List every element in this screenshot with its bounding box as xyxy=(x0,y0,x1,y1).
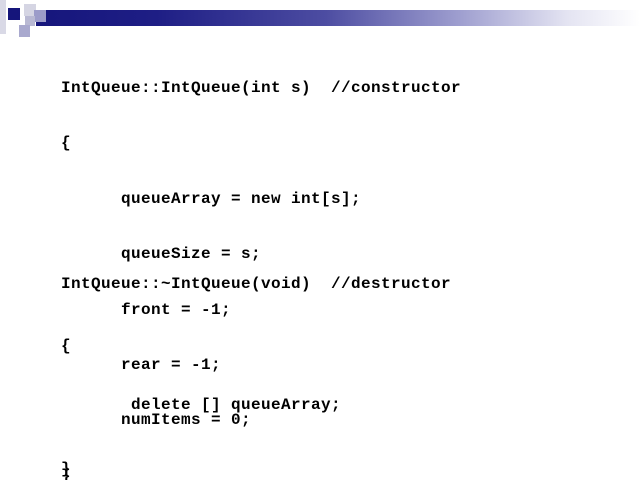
code-line: delete [] queueArray; xyxy=(61,395,342,414)
code-line: } xyxy=(61,466,72,480)
code-line: front = -1; xyxy=(61,300,232,319)
constructor-code-block: IntQueue::IntQueue(int s) //constructor … xyxy=(61,43,461,480)
code-line: { xyxy=(61,134,72,153)
code-line: { xyxy=(61,337,72,356)
decor-square-navy xyxy=(8,8,20,20)
decor-strip xyxy=(0,0,6,34)
decor-square-light xyxy=(24,4,36,16)
code-line: rear = -1; xyxy=(61,356,222,375)
header-gradient-bar xyxy=(36,10,640,26)
decor-square-lavender xyxy=(19,25,30,37)
code-line: IntQueue::IntQueue(int s) //constructor xyxy=(61,79,462,97)
decor-square-gray xyxy=(25,16,35,26)
decor-square-mid xyxy=(34,10,46,22)
destructor-code-block: IntQueue::~IntQueue(void) //destructor {… xyxy=(61,239,451,480)
code-line: IntQueue::~IntQueue(void) //destructor xyxy=(61,275,452,293)
code-line: queueArray = new int[s]; xyxy=(61,189,362,208)
code-line: } xyxy=(61,460,72,479)
code-line: numItems = 0; xyxy=(61,411,252,430)
code-line: queueSize = s; xyxy=(61,245,262,264)
